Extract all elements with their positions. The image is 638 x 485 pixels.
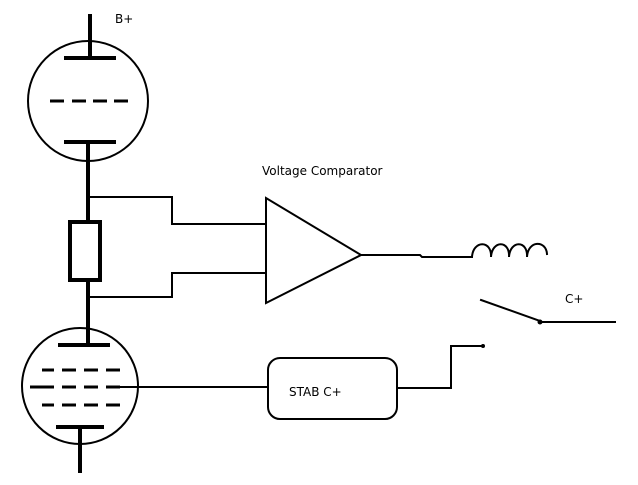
stab-c-plus-label: STAB C+ <box>289 385 342 399</box>
comparator-input-bottom-wire <box>87 272 267 298</box>
b-plus-label: B+ <box>115 12 134 26</box>
voltage-comparator <box>265 196 364 305</box>
stab-to-relay-wire <box>396 345 483 389</box>
c-plus-label: C+ <box>565 292 584 306</box>
comparator-output-wire <box>360 254 473 258</box>
sense-resistor <box>68 220 102 282</box>
comparator-input-top-wire <box>87 196 267 225</box>
relay-fixed-contact <box>481 344 485 348</box>
lower-tube <box>21 327 139 473</box>
voltage-comparator-label: Voltage Comparator <box>262 164 383 178</box>
upper-tube <box>27 14 149 222</box>
relay-switch-blade <box>479 298 542 323</box>
relay-coil <box>470 242 549 259</box>
